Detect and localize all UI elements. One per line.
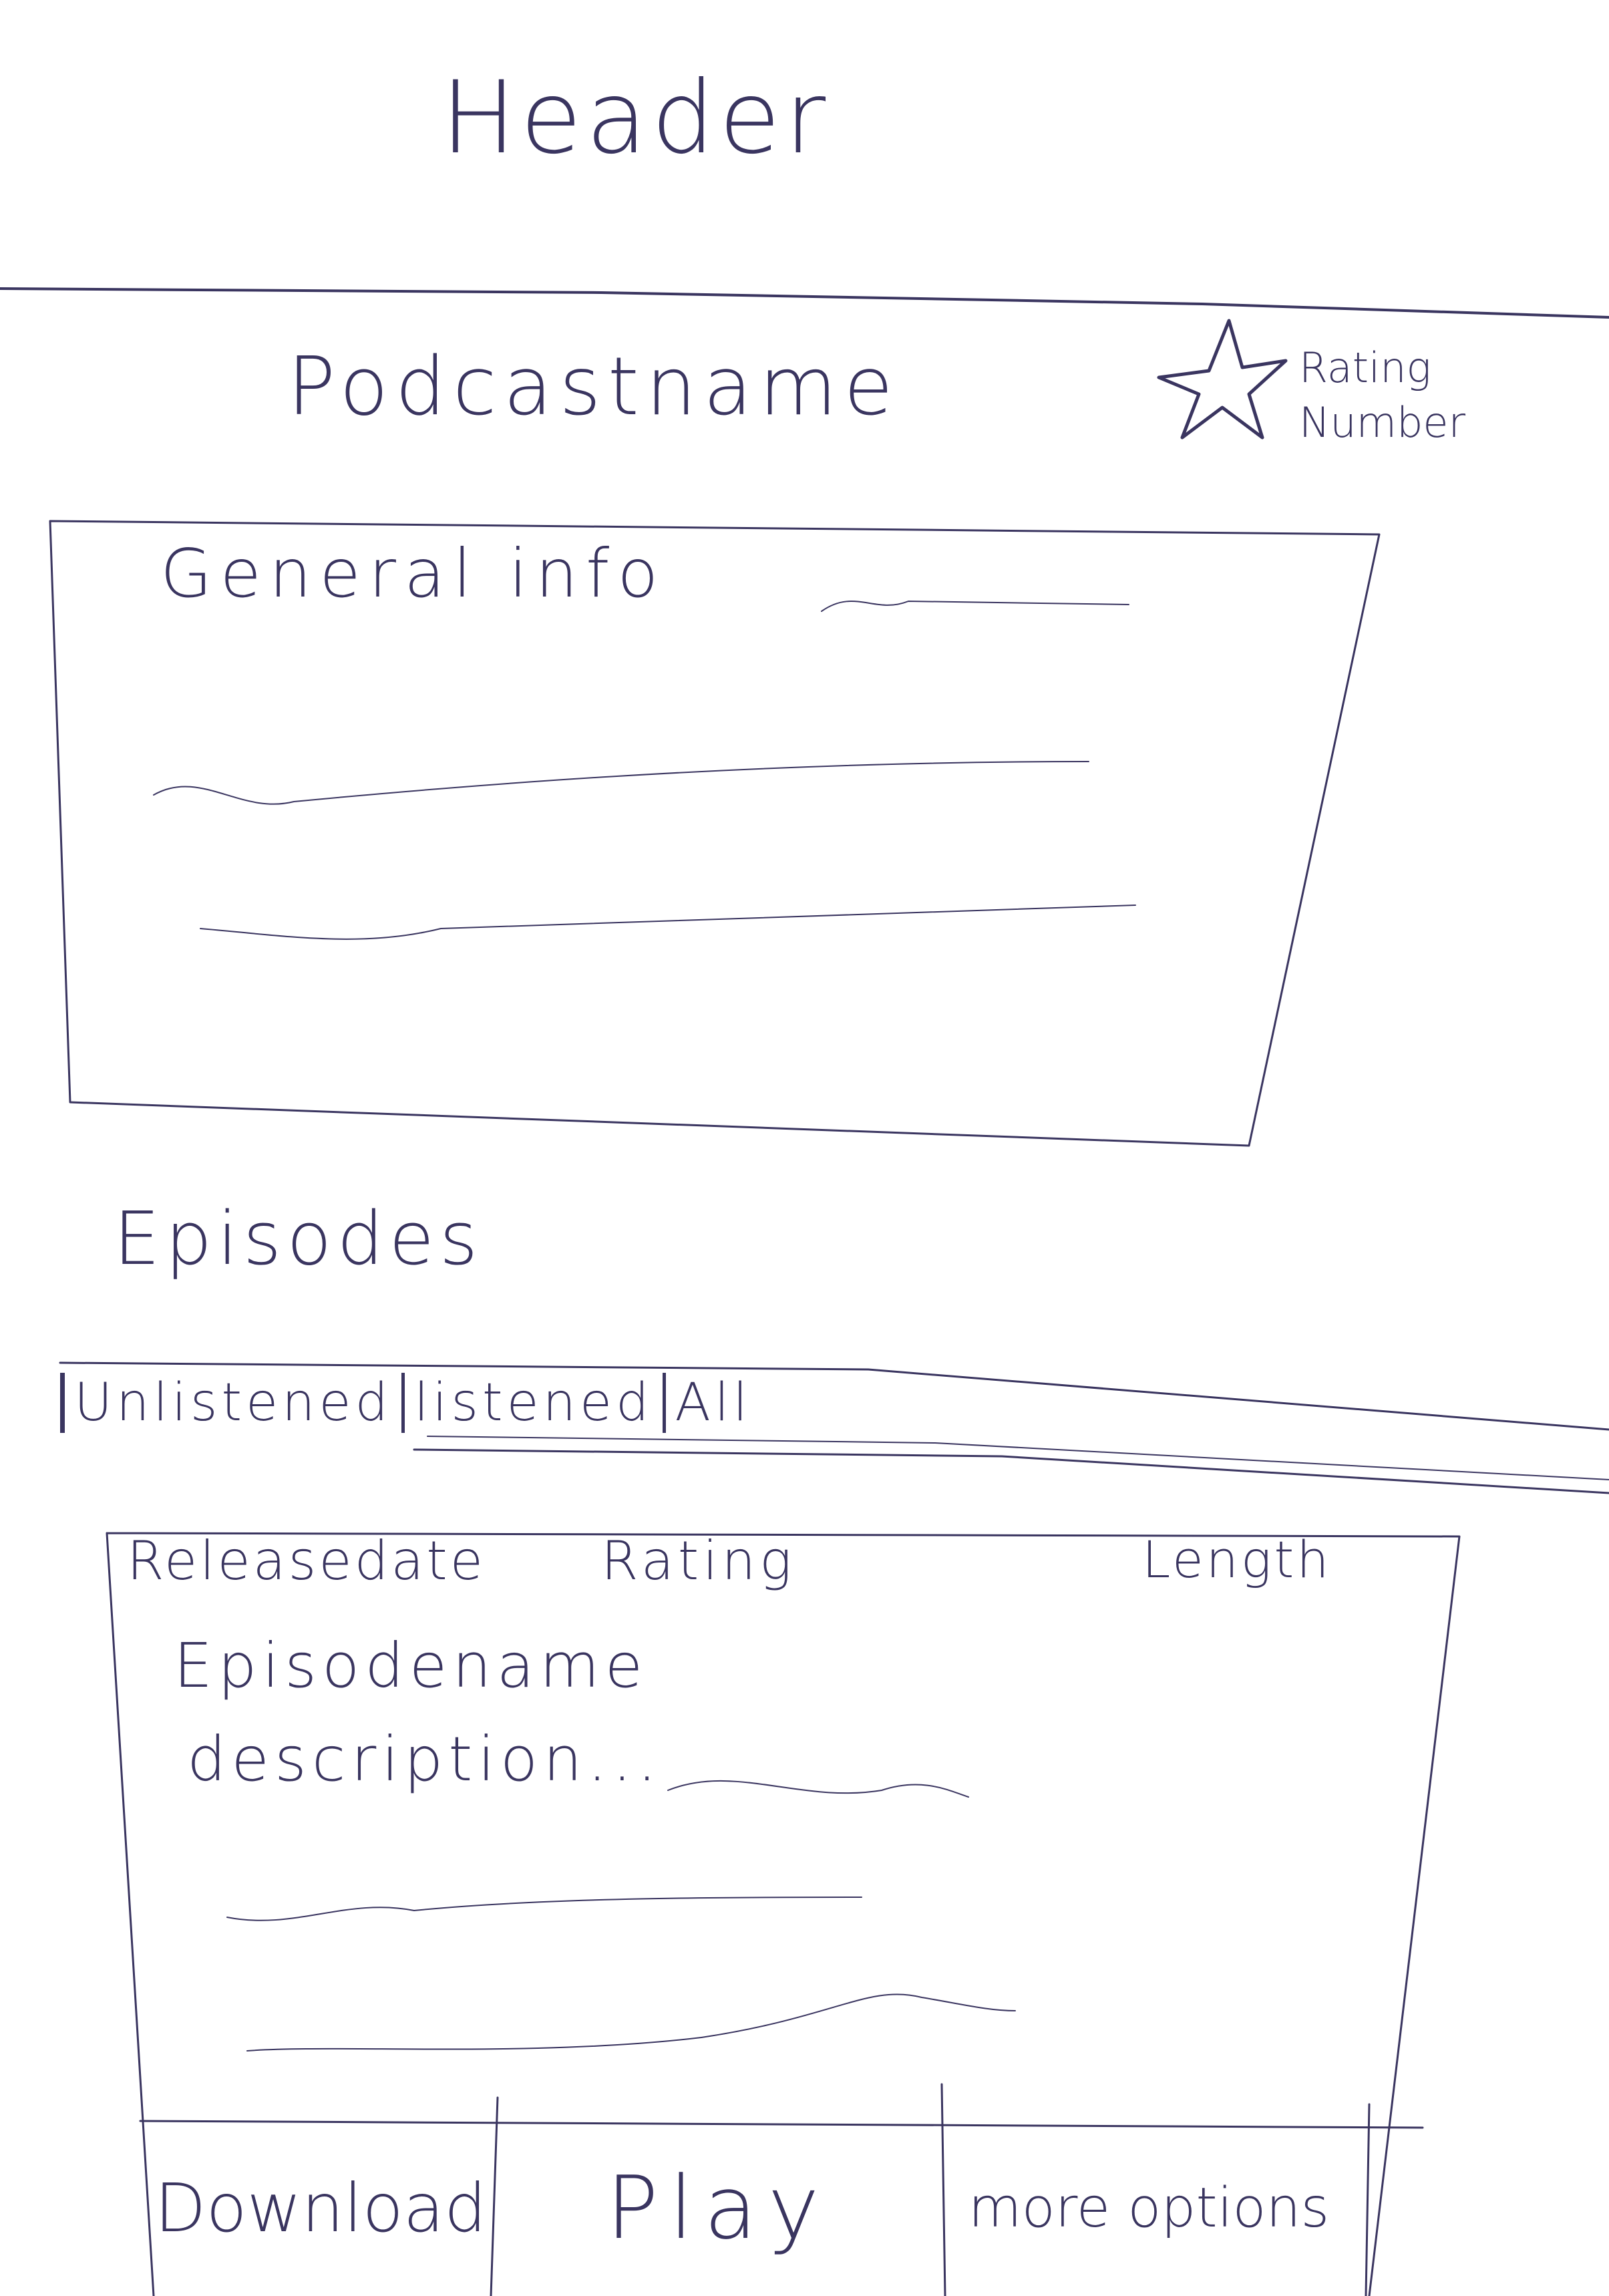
download-button[interactable]: Download [154, 2168, 487, 2247]
scribble-line [246, 1993, 1016, 2052]
tab-listened[interactable]: listened [401, 1373, 663, 1433]
star-icon [1157, 319, 1288, 440]
button-divider [1365, 2103, 1371, 2296]
button-bar-top [139, 2120, 1424, 2129]
scribble-line [226, 1897, 862, 1921]
episode-filter-tabs: Unlistened listened All [60, 1363, 761, 1443]
episode-release-date: Releasedate [127, 1530, 486, 1592]
scribble-line [200, 905, 1136, 940]
header-title: Header [441, 60, 830, 176]
general-info-label: General info [160, 534, 667, 613]
tabs-line-bottom [413, 1448, 1609, 1494]
scribble-line [667, 1780, 969, 1798]
scribble-line [821, 601, 1129, 612]
episodes-heading: Episodes [114, 1196, 484, 1281]
rating-number-label: Rating Number [1299, 343, 1466, 447]
general-info-box [49, 520, 1381, 1147]
tab-all[interactable]: All [662, 1373, 761, 1433]
podcast-rating: Rating Number [1155, 314, 1503, 488]
play-button[interactable]: Play [606, 2157, 830, 2259]
header-divider [0, 287, 1609, 319]
scribble-line [153, 761, 1089, 805]
podcast-name: Podcastname [287, 341, 900, 434]
episode-rating: Rating [601, 1530, 796, 1592]
more-options-button[interactable]: more options [968, 2176, 1330, 2240]
episode-name: Episodename [174, 1630, 649, 1701]
episode-length: Length [1142, 1530, 1332, 1589]
episode-description: description... [187, 1724, 663, 1795]
tab-unlistened[interactable]: Unlistened [60, 1373, 401, 1433]
